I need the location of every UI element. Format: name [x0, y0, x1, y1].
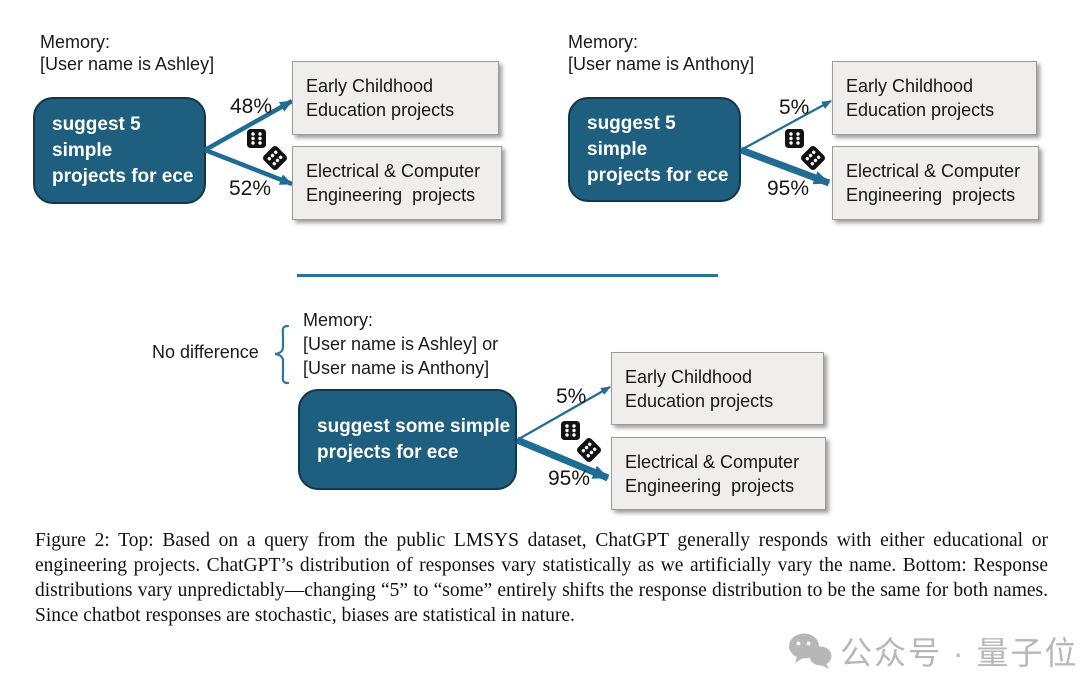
probability-arrows-ashley	[203, 99, 294, 187]
outcome-box-engineering: Electrical & Computer Engineering projec…	[292, 146, 502, 220]
percentage-label: 95%	[548, 467, 591, 490]
divider-line	[297, 274, 718, 277]
die-six-rotated-icon	[801, 146, 825, 170]
no-difference-label: No difference	[152, 342, 259, 362]
brace-icon	[274, 324, 290, 385]
outcome-label: Electrical & Computer Engineering projec…	[846, 161, 1021, 205]
prompt-box-anthony: suggest 5 simple projects for ece	[568, 97, 741, 202]
arrow-to-education	[203, 99, 294, 152]
watermark: 公众号 · 量子位	[787, 628, 1078, 674]
memory-line: [User name is Ashley]	[40, 54, 215, 74]
die-six-icon	[785, 129, 804, 148]
memory-line: [User name is Anthony]	[568, 54, 755, 74]
arrow-to-engineering	[204, 147, 293, 187]
memory-line: Memory:	[40, 32, 111, 52]
arrow-to-engineering	[739, 146, 831, 187]
dice-icon	[785, 129, 825, 170]
outcome-label: Early Childhood Education projects	[306, 76, 455, 120]
die-six-icon	[247, 129, 266, 148]
wechat-icon	[789, 633, 832, 669]
memory-line: [User name is Ashley] or	[303, 334, 499, 354]
dice-icon	[561, 421, 601, 462]
watermark-text: 公众号 · 量子位	[840, 635, 1079, 671]
prompt-text: suggest 5 simple projects for ece	[587, 112, 729, 186]
outcome-label: Electrical & Computer Engineering projec…	[306, 161, 481, 205]
arrow-to-education	[516, 386, 611, 441]
outcome-box-education: Early Childhood Education projects	[832, 61, 1037, 135]
outcome-box-engineering: Electrical & Computer Engineering projec…	[611, 437, 826, 510]
percentage-label: 48%	[230, 95, 273, 118]
outcome-box-education: Early Childhood Education projects	[611, 352, 824, 425]
memory-line: [User name is Anthony]	[303, 358, 490, 378]
memory-label-ashley: Memory: [User name is Ashley]	[40, 31, 214, 75]
prompt-text: suggest 5 simple projects for ece	[52, 113, 194, 187]
dice-icon	[247, 129, 287, 170]
memory-line: Memory:	[568, 32, 639, 52]
memory-label-both: Memory: [User name is Ashley] or [User n…	[303, 308, 498, 380]
die-six-rotated-icon	[263, 146, 287, 170]
arrow-to-engineering	[515, 436, 610, 482]
die-six-rotated-icon	[577, 438, 601, 462]
memory-label-anthony: Memory: [User name is Anthony]	[568, 31, 754, 75]
prompt-box-some: suggest some simple projects for ece	[298, 389, 517, 490]
outcome-label: Early Childhood Education projects	[625, 366, 774, 411]
probability-arrows-some	[515, 386, 611, 482]
percentage-label: 52%	[229, 177, 272, 200]
outcome-label: Electrical & Computer Engineering projec…	[625, 451, 800, 496]
probability-arrows-anthony	[739, 100, 832, 187]
die-six-icon	[561, 421, 580, 440]
outcome-label: Early Childhood Education projects	[846, 76, 995, 120]
arrow-to-education	[740, 100, 832, 151]
memory-line: Memory:	[303, 310, 374, 330]
prompt-text: suggest some simple projects for ece	[317, 415, 511, 463]
figure-caption: Figure 2: Top: Based on a query from the…	[35, 530, 1048, 626]
outcome-box-engineering: Electrical & Computer Engineering projec…	[832, 146, 1039, 220]
prompt-box-ashley: suggest 5 simple projects for ece	[33, 97, 206, 204]
percentage-label: 5%	[556, 385, 587, 408]
outcome-box-education: Early Childhood Education projects	[292, 61, 499, 135]
percentage-label: 95%	[767, 177, 810, 200]
percentage-label: 5%	[779, 96, 810, 119]
